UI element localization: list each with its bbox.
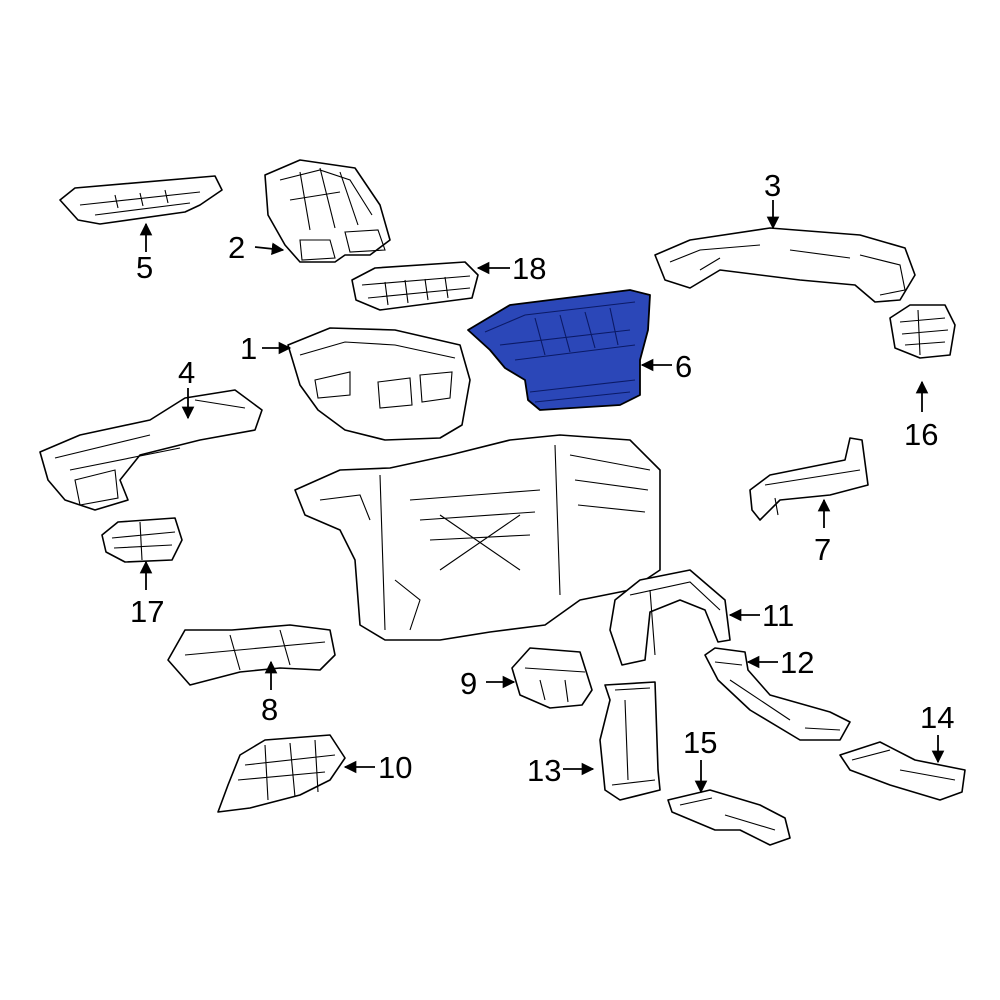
callout-5: 5 (136, 250, 153, 285)
callout-17: 17 (130, 594, 164, 629)
part-5-bracket[interactable] (59, 175, 223, 225)
callout-6: 6 (675, 349, 692, 384)
callout-15: 15 (683, 725, 717, 760)
part-4-duct[interactable] (39, 389, 263, 511)
part-15-duct[interactable] (667, 789, 791, 846)
callout-13: 13 (527, 753, 561, 788)
leader-lines (139, 200, 945, 794)
hvac-unit[interactable] (294, 434, 661, 641)
callout-2: 2 (228, 230, 245, 265)
callout-3: 3 (764, 168, 781, 203)
callout-10: 10 (378, 750, 412, 785)
callout-8: 8 (261, 692, 278, 727)
part-18-grille[interactable] (351, 261, 479, 311)
part-7-duct[interactable] (749, 437, 869, 521)
callout-7: 7 (814, 532, 831, 567)
callout-4: 4 (178, 355, 195, 390)
callout-12: 12 (780, 645, 814, 680)
part-13-duct[interactable] (599, 681, 661, 801)
part-2-duct[interactable] (264, 159, 391, 263)
leader-2 (254, 242, 285, 256)
part-8-bracket[interactable] (167, 624, 336, 686)
callout-18: 18 (512, 251, 546, 286)
callout-9: 9 (460, 666, 477, 701)
part-14-duct[interactable] (839, 741, 966, 801)
callout-labels: 5 2 18 3 16 1 6 4 17 7 11 12 9 8 10 13 1… (130, 168, 954, 788)
part-17-vent[interactable] (101, 517, 183, 563)
part-12-duct[interactable] (704, 647, 851, 741)
callout-16: 16 (904, 417, 938, 452)
part-11-duct[interactable] (609, 569, 731, 666)
part-6-evaporator-case[interactable] (467, 289, 651, 411)
part-9-bracket[interactable] (511, 647, 593, 709)
part-1-housing[interactable] (287, 327, 471, 441)
part-3-duct[interactable] (654, 227, 916, 303)
part-10-bracket[interactable] (217, 734, 346, 813)
callout-11: 11 (762, 598, 794, 633)
callout-1: 1 (240, 331, 257, 366)
part-16-vent[interactable] (889, 304, 956, 359)
callout-14: 14 (920, 700, 954, 735)
